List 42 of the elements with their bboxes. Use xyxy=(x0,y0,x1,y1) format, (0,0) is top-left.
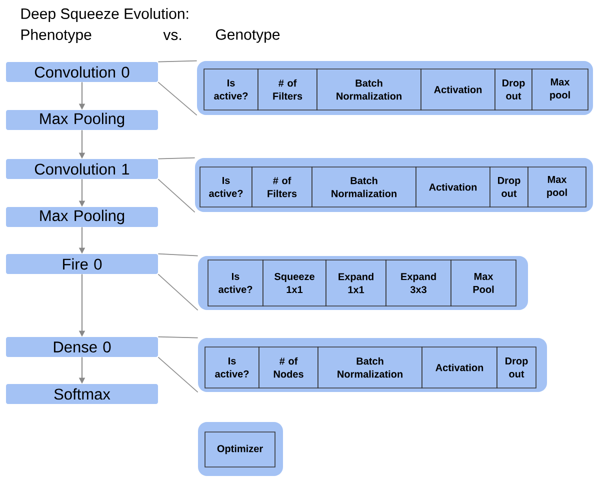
gene-cell: Activation xyxy=(420,68,496,110)
gene-cell: # of Nodes xyxy=(258,346,318,388)
gene-cell: Activation xyxy=(416,166,490,208)
gene-cell: Drop out xyxy=(494,68,532,110)
leader-line xyxy=(158,157,196,160)
gene-cell: Batch Normalization xyxy=(312,166,416,208)
gene-cell: Expand 3x3 xyxy=(386,260,452,306)
layer-box: Max Pooling xyxy=(6,110,158,130)
gene-cell: Is active? xyxy=(204,346,260,388)
leader-line xyxy=(158,82,198,116)
layer-box: Dense 0 xyxy=(6,337,158,357)
leader-line xyxy=(158,253,198,256)
gene-cell: Is active? xyxy=(208,260,264,306)
gene-cell: Max pool xyxy=(532,68,588,110)
layer-box: Convolution 0 xyxy=(6,62,158,82)
leader-line xyxy=(158,60,198,62)
gene-cell: Drop out xyxy=(490,166,528,208)
leader-line xyxy=(158,274,198,311)
gene-cell: Max Pool xyxy=(450,260,516,306)
layer-box: Convolution 1 xyxy=(6,159,158,179)
heading-label: Genotype xyxy=(216,29,280,43)
gene-cell: Expand 1x1 xyxy=(326,260,386,306)
gene-cell: Is active? xyxy=(204,68,258,110)
gene-cell: Batch Normalization xyxy=(316,68,422,110)
gene-cell: # of Filters xyxy=(258,68,318,110)
leader-line xyxy=(158,356,198,393)
gene-cell: Activation xyxy=(422,346,498,388)
gene-cell: Max pool xyxy=(528,166,586,208)
layer-box: Max Pooling xyxy=(6,207,158,227)
gene-cell: Drop out xyxy=(496,346,536,388)
layer-box: Softmax xyxy=(6,384,158,404)
title: Deep Squeeze Evolution: xyxy=(21,8,188,22)
layer-box: Fire 0 xyxy=(6,254,158,274)
gene-cell: Squeeze 1x1 xyxy=(262,260,326,306)
gene-cell: # of Filters xyxy=(252,166,312,208)
leader-line xyxy=(158,336,198,338)
gene-cell: Is active? xyxy=(200,166,252,208)
gene-cell: Batch Normalization xyxy=(318,346,422,388)
heading-label: Phenotype xyxy=(21,29,92,43)
gene-cell: Optimizer xyxy=(204,432,276,468)
heading-label: vs. xyxy=(163,32,181,40)
leader-line xyxy=(158,178,196,213)
